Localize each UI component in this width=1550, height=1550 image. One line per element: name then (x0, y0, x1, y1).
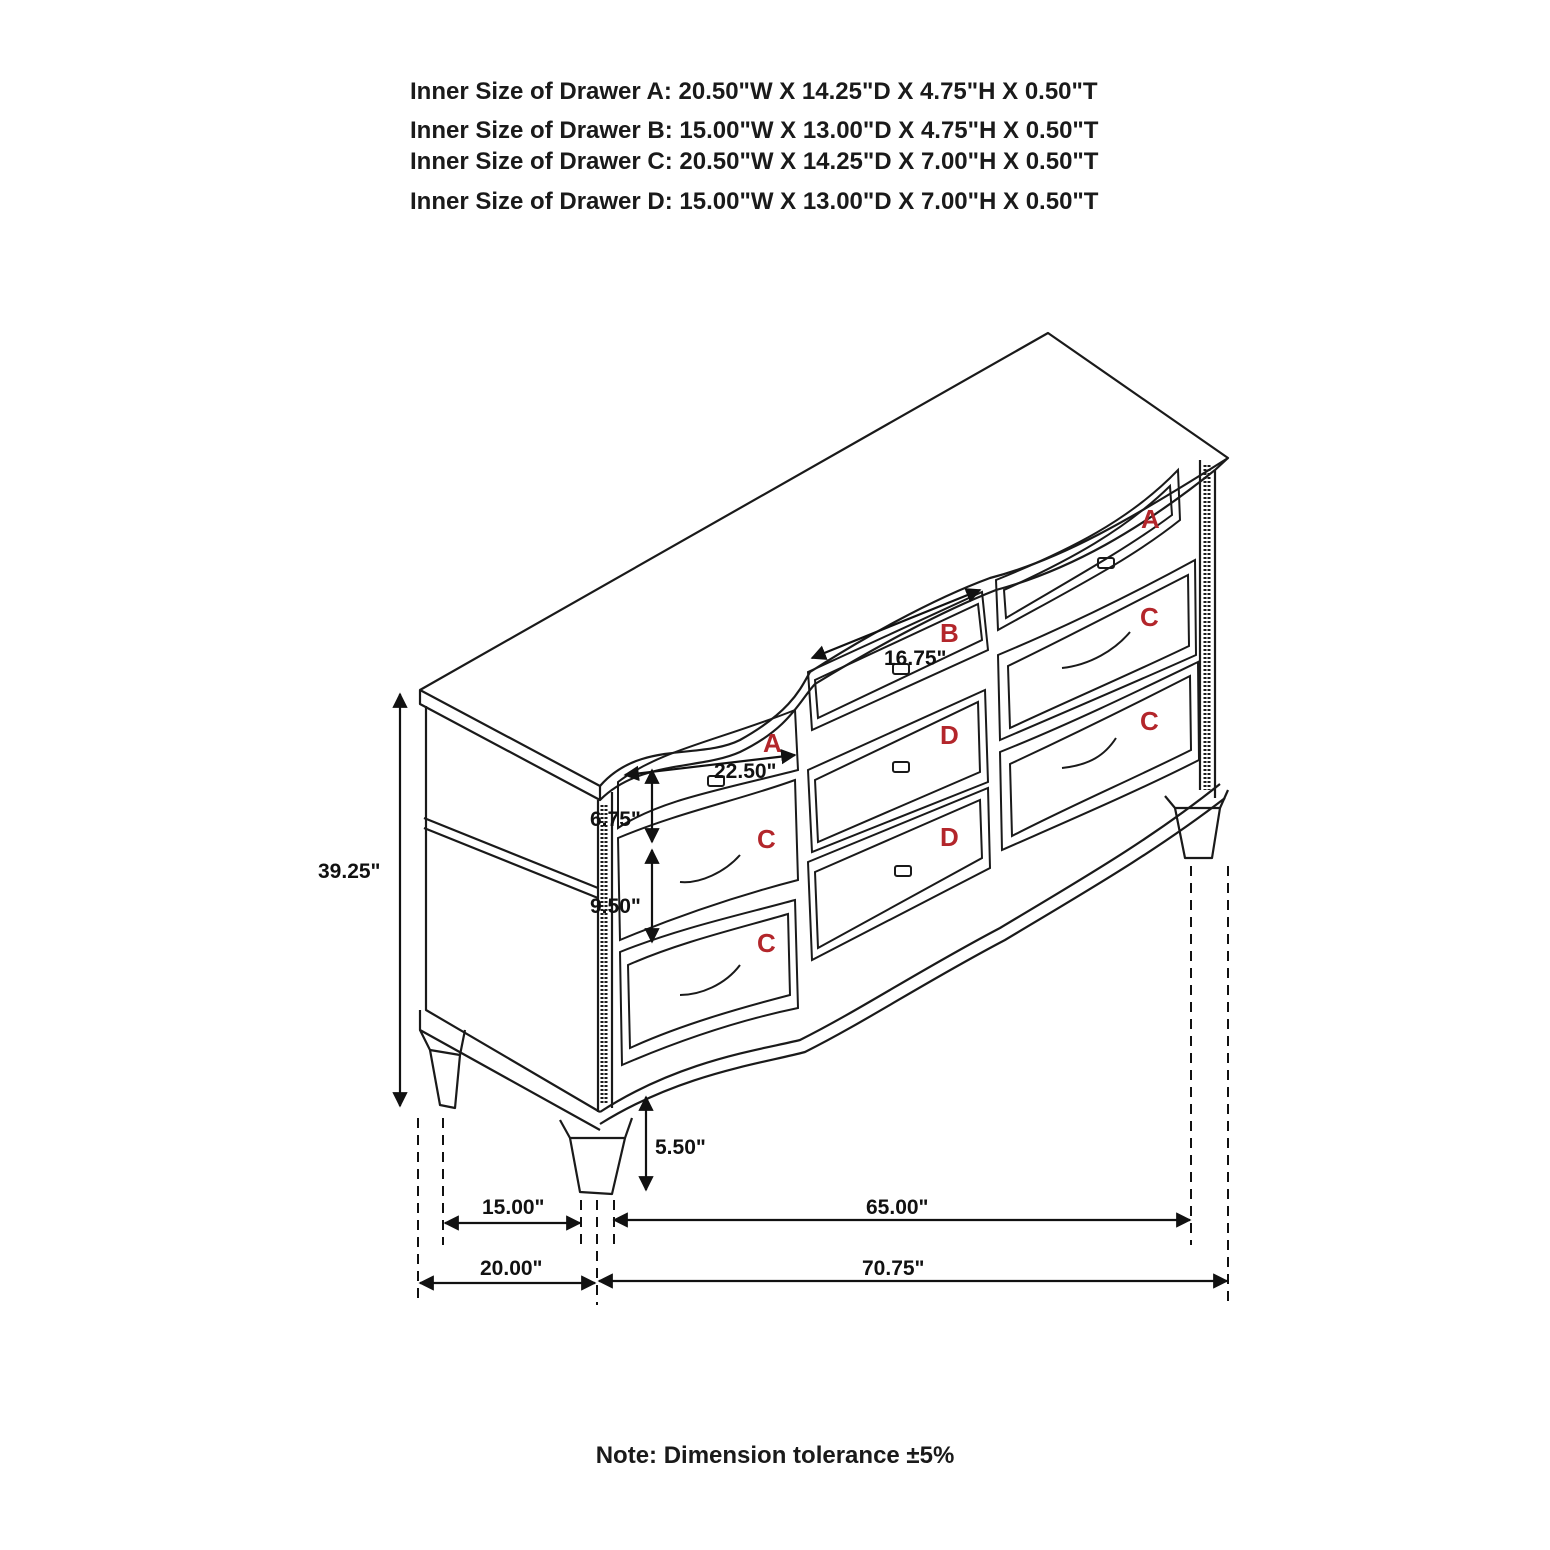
bail-pull-icon (1061, 631, 1131, 669)
extension-lines (417, 866, 1229, 1305)
tolerance-note: Note: Dimension tolerance ±5% (595, 1442, 955, 1469)
drawer-c-height-label: 9.50" (590, 895, 641, 918)
height-label: 39.25" (318, 860, 381, 883)
drawer-a-spec: Inner Size of Drawer A: 20.50"W X 14.25"… (410, 78, 1098, 105)
inner-depth-label: 15.00" (482, 1196, 545, 1219)
knob-icon (894, 865, 912, 877)
knob-icon (1097, 557, 1115, 569)
drawer-d-spec: Inner Size of Drawer D: 15.00"W X 13.00"… (410, 188, 1099, 215)
drawer-label-c: C (1140, 602, 1159, 632)
drawer-a-height-label: 6.75" (590, 808, 641, 831)
dimension-arrows (392, 588, 1229, 1291)
drawer-label-d: D (940, 720, 959, 750)
bail-pull-icon (679, 964, 741, 996)
drawer-c-right-top (996, 558, 1198, 742)
drawer-a-right (994, 467, 1182, 632)
width-label: 70.75" (862, 1257, 925, 1280)
drawer-label-a: A (763, 728, 782, 758)
drawer-c-left-top (616, 778, 800, 942)
leg-height-label: 5.50" (655, 1136, 706, 1159)
bail-pull-icon (679, 854, 741, 884)
drawer-a-width-label: 22.50" (714, 760, 777, 783)
bail-pull-icon (1061, 737, 1117, 769)
depth-label: 20.00" (480, 1257, 543, 1280)
drawer-d-bottom (806, 786, 992, 962)
drawer-b-spec: Inner Size of Drawer B: 15.00"W X 13.00"… (410, 117, 1099, 144)
drawer-d-top (806, 688, 990, 854)
drawer-label-c: C (757, 928, 776, 958)
dresser-outline (418, 331, 1230, 1196)
drawer-label-b: B (940, 618, 959, 648)
knob-icon (892, 761, 910, 773)
drawer-label-a: A (1141, 504, 1160, 534)
drawer-c-left-bottom (618, 898, 800, 1067)
drawer-label-d: D (940, 822, 959, 852)
drawer-b-width-arrow (810, 588, 982, 660)
drawer-fronts (616, 467, 1201, 1067)
drawer-c-right-bottom (998, 660, 1201, 852)
knob-icon (892, 663, 910, 675)
drawer-label-c: C (757, 824, 776, 854)
inner-width-label: 65.00" (866, 1196, 929, 1219)
drawer-c-spec: Inner Size of Drawer C: 20.50"W X 14.25"… (410, 148, 1099, 175)
drawer-handles (679, 557, 1131, 996)
drawer-label-c: C (1140, 706, 1159, 736)
drawer-b-width-label: 16.75" (884, 647, 947, 670)
